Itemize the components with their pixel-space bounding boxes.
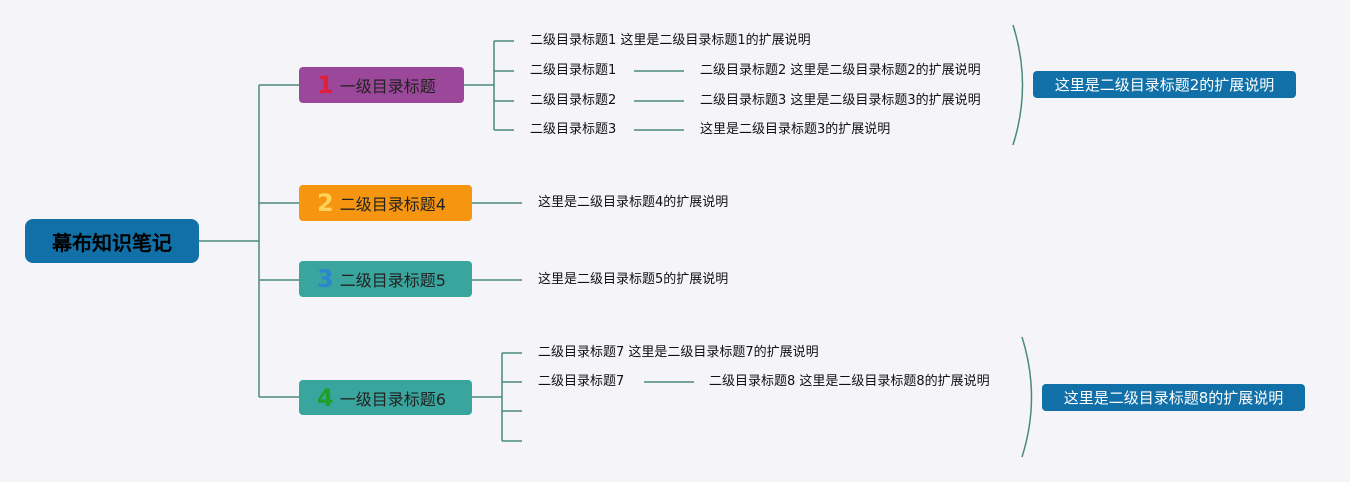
node-label: 一级目录标题6: [339, 389, 446, 409]
node-label: 二级目录标题4: [339, 195, 446, 214]
child-item[interactable]: 二级目录标题3: [530, 122, 617, 137]
root-node[interactable]: 幕布知识笔记: [25, 219, 199, 263]
child-item[interactable]: 二级目录标题1 这里是二级目录标题1的扩展说明: [530, 33, 811, 48]
child-item[interactable]: 二级目录标题7 这里是二级目录标题7的扩展说明: [538, 345, 819, 360]
node-2[interactable]: 2 二级目录标题4: [299, 185, 472, 221]
summary-2[interactable]: 这里是二级目录标题8的扩展说明: [1042, 384, 1305, 411]
child-item[interactable]: 二级目录标题7: [538, 374, 625, 389]
child-item[interactable]: 这里是二级目录标题4的扩展说明: [538, 195, 729, 210]
sub-item[interactable]: 二级目录标题2 这里是二级目录标题2的扩展说明: [700, 63, 981, 78]
node-label: 二级目录标题5: [339, 271, 446, 290]
node-1[interactable]: 1 一级目录标题: [299, 67, 464, 103]
number-badge: 4: [317, 383, 334, 412]
number-badge: 1: [317, 71, 334, 99]
sub-item[interactable]: 二级目录标题8 这里是二级目录标题8的扩展说明: [709, 374, 990, 389]
brace-2: [1021, 336, 1033, 458]
child-item[interactable]: 二级目录标题1: [530, 63, 617, 78]
child-item[interactable]: 二级目录标题2: [530, 93, 617, 108]
sub-item[interactable]: 二级目录标题3 这里是二级目录标题3的扩展说明: [700, 93, 981, 108]
child-item[interactable]: 这里是二级目录标题5的扩展说明: [538, 272, 729, 287]
number-badge: 3: [317, 265, 334, 293]
sub-item[interactable]: 这里是二级目录标题3的扩展说明: [700, 122, 891, 137]
summary-1[interactable]: 这里是二级目录标题2的扩展说明: [1033, 71, 1296, 98]
number-badge: 2: [317, 189, 334, 217]
node-3[interactable]: 3 二级目录标题5: [299, 261, 472, 297]
brace-1: [1012, 24, 1024, 146]
node-label: 一级目录标题: [339, 77, 436, 96]
